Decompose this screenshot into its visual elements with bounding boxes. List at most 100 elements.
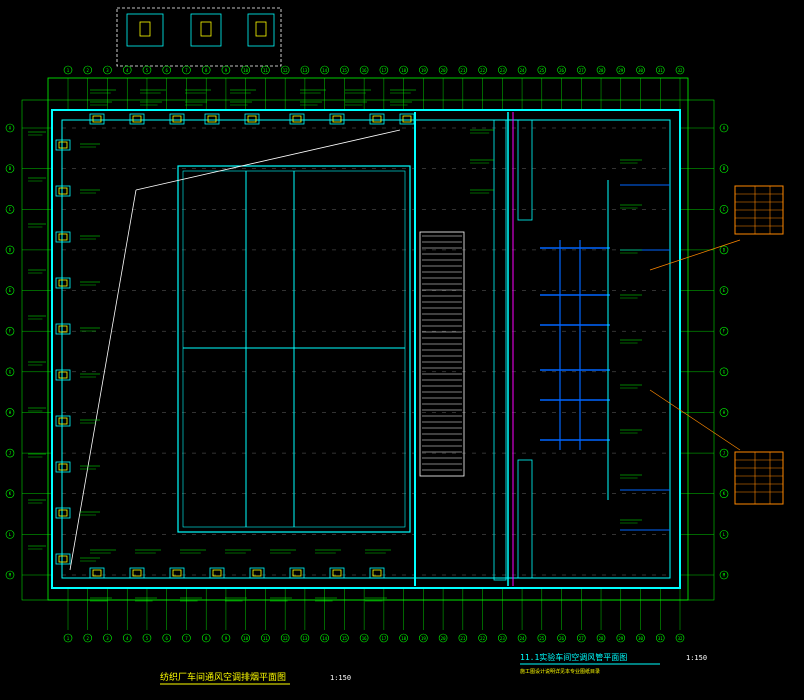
annotation-tag (80, 511, 100, 516)
annotation-tag (345, 89, 371, 94)
axis-label-bottom: 21 (460, 636, 465, 641)
annotation-tag (80, 235, 100, 240)
axis-bubble-bottom (379, 633, 389, 643)
axis-label-top: 5 (146, 68, 149, 73)
annotation-tag (620, 384, 642, 389)
axis-label-right: B (723, 166, 726, 171)
annotation-tag (365, 597, 387, 602)
annotation-tag (345, 101, 367, 106)
stair-hatch (419, 231, 465, 477)
ac-unit (55, 231, 71, 243)
axis-bubble-right (719, 408, 729, 417)
axis-bubble-right (719, 367, 729, 377)
axis-bubble-top (557, 65, 566, 75)
axis-label-right: C (723, 207, 726, 212)
ac-unit (129, 567, 145, 579)
annotation-tag (185, 89, 211, 94)
axis-label-top: 2 (87, 68, 90, 73)
annotation-tag (390, 101, 412, 106)
axis-label-right: M (723, 573, 726, 578)
axis-bubble-right (719, 326, 729, 336)
annotation-tag (470, 189, 494, 194)
axis-label-bottom: 7 (185, 636, 188, 641)
annotation-tag (470, 159, 494, 164)
axis-label-bottom: 14 (322, 636, 327, 641)
axis-label-bottom: 23 (500, 636, 505, 641)
axis-label-bottom: 27 (579, 636, 584, 641)
axis-label-top: 12 (283, 68, 288, 73)
axis-bubble-top (280, 65, 290, 75)
axis-label-top: 20 (441, 68, 446, 73)
axis-bubble-bottom (83, 633, 93, 643)
axis-label-right: G (723, 369, 726, 374)
axis-bubble-left (5, 326, 15, 336)
axis-label-bottom: 4 (126, 636, 129, 641)
axis-bubble-bottom (655, 633, 665, 643)
axis-label-bottom: 19 (421, 636, 426, 641)
ac-unit (244, 113, 260, 125)
annotation-tag (90, 597, 112, 602)
axis-bubble-top (596, 65, 606, 75)
annotation-tag (90, 549, 116, 554)
axis-bubble-bottom (300, 633, 310, 643)
axis-bubble-top (576, 65, 586, 75)
ac-unit (55, 185, 71, 197)
annotation-tag (28, 407, 46, 412)
axis-label-top: 11 (263, 68, 268, 73)
ac-unit (129, 113, 145, 125)
axis-label-right: J (723, 451, 725, 456)
axis-label-left: E (9, 288, 12, 293)
axis-label-top: 16 (362, 68, 367, 73)
drawing-scale-right: 1:150 (686, 654, 707, 662)
axis-label-bottom: 28 (599, 636, 604, 641)
axis-label-left: D (9, 247, 12, 252)
annotation-tag (270, 597, 292, 602)
annotation-tag (620, 519, 642, 524)
annotation-tag (80, 327, 100, 332)
annotation-tag (230, 89, 256, 94)
axis-bubble-top (419, 65, 428, 75)
axis-bubble-top (122, 65, 132, 75)
ac-unit (89, 567, 105, 579)
axis-bubble-bottom (419, 633, 428, 643)
axis-bubble-top (616, 65, 626, 75)
axis-bubble-top (379, 65, 389, 75)
axis-bubble-right (719, 489, 729, 499)
annotation-tag (28, 315, 46, 320)
annotation-tags (28, 89, 642, 602)
axis-bubble-top (438, 65, 448, 75)
axis-bubble-left (5, 204, 15, 214)
ac-unit (204, 113, 220, 125)
axis-bubble-left (5, 367, 15, 377)
ac-unit (289, 567, 305, 579)
axis-bubble-bottom (458, 633, 468, 643)
ac-unit (369, 567, 385, 579)
axis-bubble-right (719, 448, 729, 458)
legend-table-lower (734, 451, 784, 505)
ac-unit (329, 567, 345, 579)
axis-label-top: 10 (243, 68, 248, 73)
axis-bubble-bottom (557, 633, 566, 643)
axis-bubble-top (636, 65, 645, 75)
ac-unit (169, 113, 185, 125)
building-walls (51, 109, 681, 589)
axis-grid-lines (22, 78, 714, 630)
annotation-tag (80, 465, 100, 470)
annotation-tag (620, 339, 642, 344)
axis-bubble-left (5, 164, 15, 173)
axis-bubble-top (221, 65, 231, 75)
annotation-tag (28, 223, 46, 228)
axis-label-top: 23 (500, 68, 505, 73)
ac-unit (399, 113, 415, 125)
axis-bubble-top (458, 65, 468, 75)
axis-bubble-bottom (478, 633, 487, 643)
axis-label-left: M (9, 573, 12, 578)
axis-bubble-bottom (142, 633, 152, 643)
axis-label-left: H (9, 410, 12, 415)
axis-bubble-bottom (340, 633, 349, 643)
axis-bubble-left (5, 123, 15, 133)
axis-bubble-top (182, 65, 191, 75)
axis-label-right: K (723, 491, 726, 496)
ac-unit (55, 139, 71, 151)
